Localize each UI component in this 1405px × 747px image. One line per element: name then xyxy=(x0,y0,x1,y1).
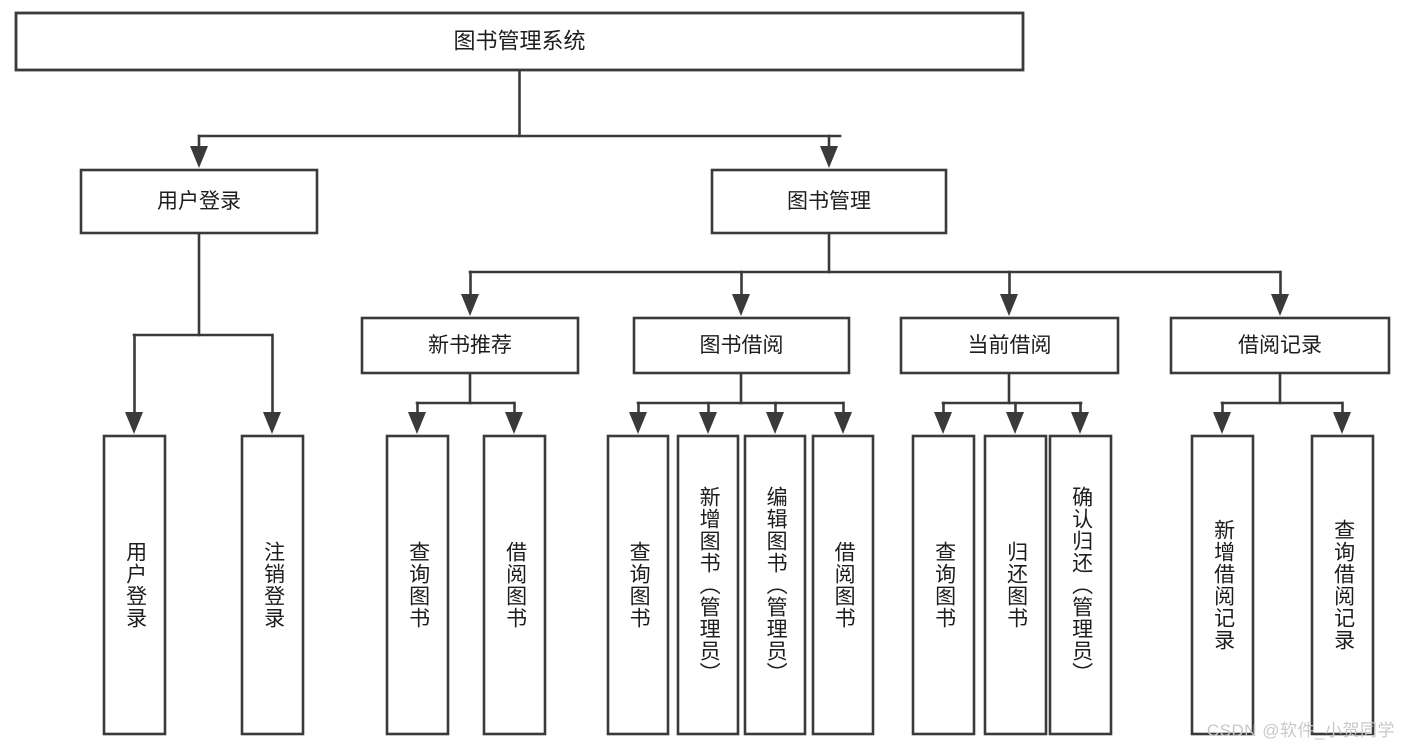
node-label: 图书借阅 xyxy=(700,334,784,357)
node-box-new-book-recommend[interactable] xyxy=(360,316,580,375)
node-box-root[interactable] xyxy=(14,11,1025,72)
arrowhead-icon xyxy=(699,412,717,434)
node-box-leaf-borrow-book-recommend[interactable] xyxy=(482,434,547,736)
arrowhead-icon xyxy=(190,146,208,168)
node-box-borrow-record[interactable] xyxy=(1169,316,1391,375)
node-box-leaf-add-record[interactable] xyxy=(1190,434,1255,736)
arrowhead-icon xyxy=(1006,412,1024,434)
arrowhead-icon xyxy=(408,412,426,434)
node-box-book-borrow[interactable] xyxy=(632,316,851,375)
node-box-leaf-borrow-book[interactable] xyxy=(811,434,875,736)
arrowhead-icon xyxy=(766,412,784,434)
node-box-leaf-query-book-current[interactable] xyxy=(911,434,976,736)
node-box-leaf-logout[interactable] xyxy=(240,434,305,736)
arrowhead-icon xyxy=(263,412,281,434)
node-label: 图书管理 xyxy=(787,190,871,213)
node-label: 图书管理系统 xyxy=(453,28,585,53)
node-box-leaf-add-book[interactable] xyxy=(676,434,740,736)
node-box-layer xyxy=(14,11,1391,736)
node-box-leaf-query-book-borrow[interactable] xyxy=(606,434,670,736)
node-box-leaf-edit-book[interactable] xyxy=(743,434,807,736)
arrowhead-icon xyxy=(1271,294,1289,316)
node-box-user-login[interactable] xyxy=(79,168,319,235)
node-box-leaf-return-book[interactable] xyxy=(983,434,1048,736)
arrowhead-icon xyxy=(1213,412,1231,434)
node-box-leaf-confirm-return[interactable] xyxy=(1048,434,1113,736)
arrowhead-icon xyxy=(461,294,479,316)
arrowhead-icon xyxy=(629,412,647,434)
node-box-leaf-query-book-recommend[interactable] xyxy=(385,434,450,736)
arrowhead-icon xyxy=(1000,294,1018,316)
arrowhead-icon xyxy=(732,294,750,316)
arrowhead-icon xyxy=(1333,412,1351,434)
arrowhead-icon xyxy=(125,412,143,434)
csdn-watermark: CSDN @软件_小贺同学 xyxy=(1206,721,1395,740)
arrowhead-icon xyxy=(934,412,952,434)
node-box-leaf-user-login[interactable] xyxy=(102,434,167,736)
node-label: 当前借阅 xyxy=(968,334,1052,357)
node-label: 借阅记录 xyxy=(1238,334,1322,357)
arrowhead-icon xyxy=(820,146,838,168)
arrowhead-icon xyxy=(1071,412,1089,434)
arrowhead-icon xyxy=(834,412,852,434)
node-box-leaf-query-record[interactable] xyxy=(1310,434,1375,736)
node-box-book-management[interactable] xyxy=(710,168,948,235)
node-label: 用户登录 xyxy=(157,190,241,213)
arrowhead-icon xyxy=(505,412,523,434)
node-box-current-borrow[interactable] xyxy=(899,316,1120,375)
node-label: 新书推荐 xyxy=(428,334,512,357)
arrowhead-layer xyxy=(125,146,1351,434)
